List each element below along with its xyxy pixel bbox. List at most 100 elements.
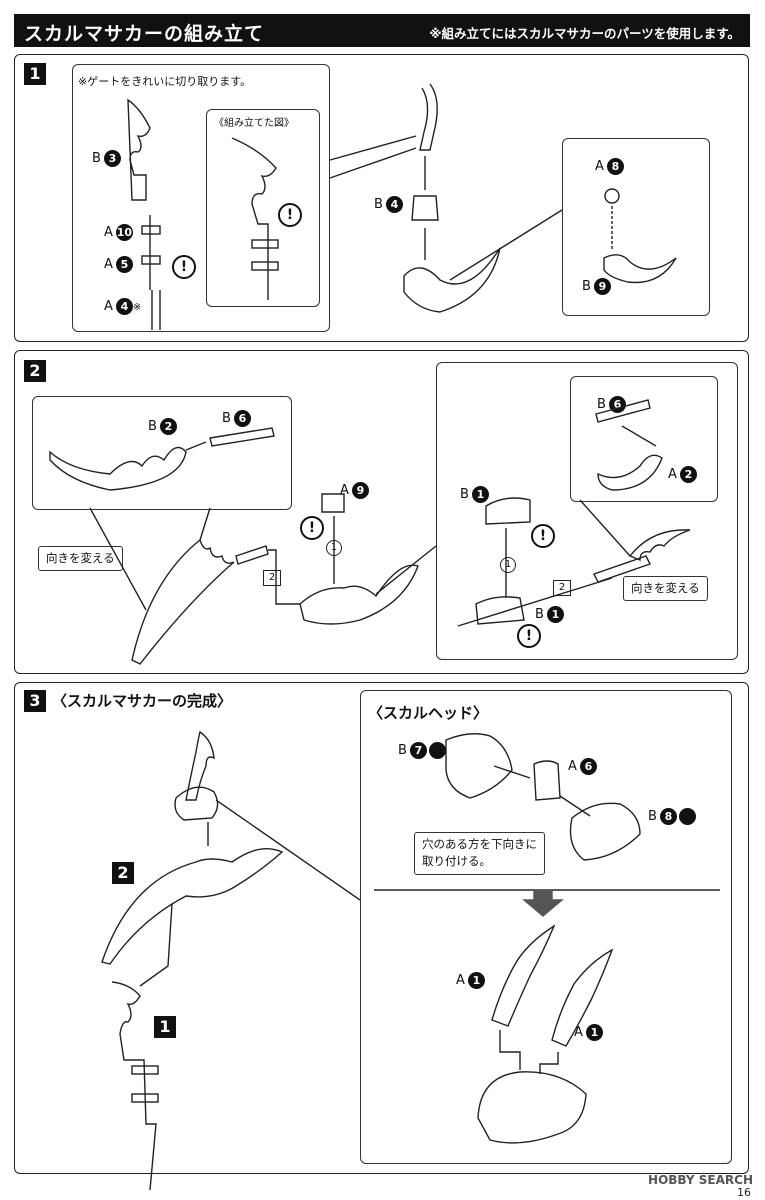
step3-number: 3 [24,690,46,712]
step1-number: 1 [24,63,46,85]
hidden-part-icon [428,742,446,759]
turn-label-right: 向きを変える [623,576,708,602]
scythe-blade-illustration [131,538,235,665]
callout-line [449,209,563,281]
watermark: HOBBY SEARCH [648,1173,753,1187]
callout-line [199,507,211,541]
skull-head-title: 〈スカルヘッド〉 [368,704,489,722]
part-b8-illustration [569,802,641,861]
rod-b6-illustration [209,427,275,447]
callout-line [329,147,417,179]
caution-icon: ! [278,203,302,227]
part-b7-illustration [445,733,513,799]
callout-line [375,545,437,595]
connector-line [499,1030,521,1070]
callout-line [215,799,361,901]
rod-illustration [235,545,269,565]
blade-b9-illustration [603,254,677,284]
skull-horn-illustration [185,730,215,801]
hub-illustration [299,564,419,625]
part-b4-illustration [411,195,439,221]
skull-head-panel [360,690,732,1164]
handle-illustration [419,83,438,151]
shaft-a4 [151,290,161,330]
turn-label-left: 向きを変える [38,546,123,572]
blade-b3-illustration [127,98,151,201]
gate-note: ※ゲートをきれいに切り取ります。 [78,75,252,88]
part-b1-bottom-illustration [475,596,525,625]
part-a5-ring [141,255,161,265]
page-title: スカルマサカーの組み立て [24,23,265,45]
part-a9-illustration [321,493,345,513]
step2-number: 2 [24,360,46,382]
part-b1-top-illustration [485,497,531,525]
caution-icon: ! [172,255,196,279]
blade-a2-illustration [597,454,663,491]
header-note: ※組み立てにはスカルマサカーのパーツを使用します。 [429,26,740,41]
connector-line [268,549,300,605]
step-mark-2: 2 [263,570,281,586]
connector-line [539,1052,559,1074]
skull-illustration [174,786,219,821]
hole-direction-note: 穴のある方を下向きに 取り付ける。 [414,832,545,875]
step-mark-1: 1 [500,557,516,573]
step1-detail-box [562,138,710,316]
scythe-right-blade [628,529,691,562]
assembled-ring [251,261,279,271]
assembled-scythe-illustration [101,848,284,965]
part-a8-illustration [604,188,620,204]
horn-a1-right-illustration [551,948,614,1047]
assembled-view-label: 《組み立てた図》 [214,118,294,129]
caution-icon: ! [531,524,555,548]
blade-b2-illustration [49,446,187,491]
ring [131,1065,159,1075]
page-number: 16 [737,1186,751,1199]
handle-b-illustration [111,981,157,1191]
step3-title: 〈スカルマサカーの完成〉 [52,692,233,710]
caution-icon: ! [517,624,541,648]
caution-icon: ! [300,516,324,540]
step3-ref-1: 1 [154,1016,176,1038]
callout-line [579,499,631,557]
connector-line [139,903,173,987]
horn-a1-left-illustration [491,924,556,1027]
part-a10-ring [141,225,161,235]
hidden-part-icon [678,808,696,825]
assembled-blade-illustration [231,137,277,300]
scythe-right-illustration [593,555,651,583]
rod-b6-right-illustration [595,399,651,423]
callout-line [329,135,417,161]
assembly-arrow [559,795,591,817]
down-arrow-icon [522,889,564,917]
skull-assembled-illustration [477,1071,587,1144]
assembly-arrow [185,441,207,451]
callout-line [89,507,147,611]
assembled-ring [251,239,279,249]
step-mark-2: 2 [553,580,571,596]
assembled-view-box [206,109,320,307]
assembly-arrow [457,577,613,627]
ring [131,1093,159,1103]
part-a6-illustration [533,760,561,801]
assembly-arrow [493,765,531,779]
assembly-arrow [621,425,657,447]
